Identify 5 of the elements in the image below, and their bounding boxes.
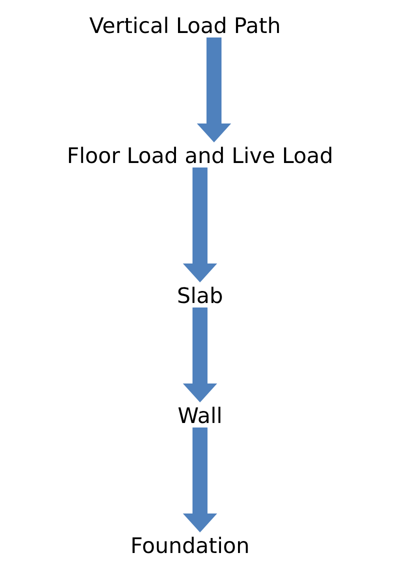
label-text: Slab: [178, 286, 222, 304]
label-text: Wall: [178, 406, 220, 424]
label-text: Foundation: [132, 536, 248, 554]
label-text: Vertical Load Path: [89, 16, 279, 34]
label-text: Floor Load and Live Load: [68, 146, 332, 164]
